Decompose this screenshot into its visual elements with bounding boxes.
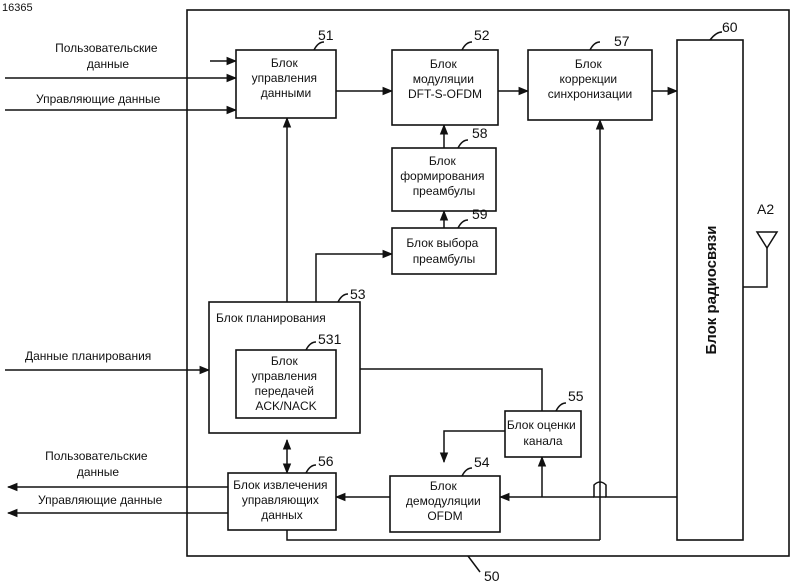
block-52-number: 52: [474, 27, 490, 43]
block-55-channel-estimation: Блок оценки канала 55: [505, 388, 584, 457]
label-control-data-out: Управляющие данные: [38, 493, 163, 507]
block-54-line: OFDM: [427, 509, 462, 523]
block-59-line: преамбулы: [413, 252, 476, 266]
block-59-line: Блок выбора: [406, 236, 478, 250]
block-55-number: 55: [568, 388, 584, 404]
block-57-line: коррекции: [560, 72, 618, 86]
frame-number-50: 50: [484, 568, 500, 584]
block-57-sync-correction: Блок коррекции синхронизации 57: [528, 33, 652, 120]
block-51-line: управления: [252, 71, 317, 85]
label-user-data-in: данные: [87, 57, 130, 71]
block-56-line: данных: [261, 508, 303, 522]
block-54-line: демодуляции: [406, 494, 481, 508]
block-54-number: 54: [474, 454, 490, 470]
block-53-number: 53: [350, 286, 366, 302]
block-531-line: управления: [252, 369, 317, 383]
antenna-label: A2: [757, 201, 774, 217]
block-55-line: канала: [523, 434, 562, 448]
block-60-number: 60: [722, 19, 738, 35]
block-58-line: Блок: [429, 154, 457, 168]
label-user-data-in: Пользовательские: [55, 41, 158, 55]
block-52-line: модуляции: [413, 72, 474, 86]
svg-text:Пользовательские данные: Пользовательские данные: [55, 41, 161, 71]
block-51-line: данными: [261, 86, 312, 100]
corner-id: 16365: [2, 2, 33, 14]
label-control-data-in: Управляющие данные: [36, 92, 161, 106]
block-51-data-control: Блок управления данными 51: [236, 27, 336, 118]
block-58-number: 58: [472, 125, 488, 141]
block-57-line: синхронизации: [548, 87, 632, 101]
block-52-line: Блок: [430, 57, 458, 71]
block-52-line: DFT-S-OFDM: [408, 87, 482, 101]
label-scheduling-data: Данные планирования: [25, 349, 151, 363]
block-59-number: 59: [472, 206, 488, 222]
block-56-number: 56: [318, 453, 334, 469]
block-58-line: преамбулы: [413, 184, 476, 198]
block-55-line: Блок оценки: [507, 418, 576, 432]
block-56-line: Блок извлечения: [233, 478, 327, 492]
block-54-ofdm-demodulation: Блок демодуляции OFDM 54: [390, 454, 500, 532]
antenna-icon: [757, 232, 777, 248]
block-58-line: формирования: [400, 169, 484, 183]
block-51-line: Блок: [271, 56, 299, 70]
block-51-number: 51: [318, 27, 334, 43]
block-52-dft-s-ofdm-modulation: Блок модуляции DFT-S-OFDM 52: [392, 27, 498, 125]
block-57-line: Блок: [575, 57, 603, 71]
label-user-data-out: данные: [77, 465, 120, 479]
label-user-data-out: Пользовательские: [45, 449, 148, 463]
connections: [5, 61, 767, 540]
block-531-line: передачей: [255, 384, 314, 398]
block-56-line: управляющих: [242, 493, 319, 507]
block-54-line: Блок: [430, 479, 458, 493]
block-531-line: Блок: [271, 354, 299, 368]
block-531-line: ACK/NACK: [255, 399, 316, 413]
svg-text:Пользовательские данные: Пользовательские данные: [45, 449, 151, 479]
block-60-radio: Блок радиосвязи 60: [677, 19, 743, 540]
block-531-number: 531: [318, 331, 342, 347]
block-57-number: 57: [614, 33, 630, 49]
block-56-control-data-extraction: Блок извлечения управляющих данных 56: [228, 453, 336, 530]
block-60-label: Блок радиосвязи: [703, 226, 720, 355]
block-53-title: Блок планирования: [216, 311, 326, 325]
